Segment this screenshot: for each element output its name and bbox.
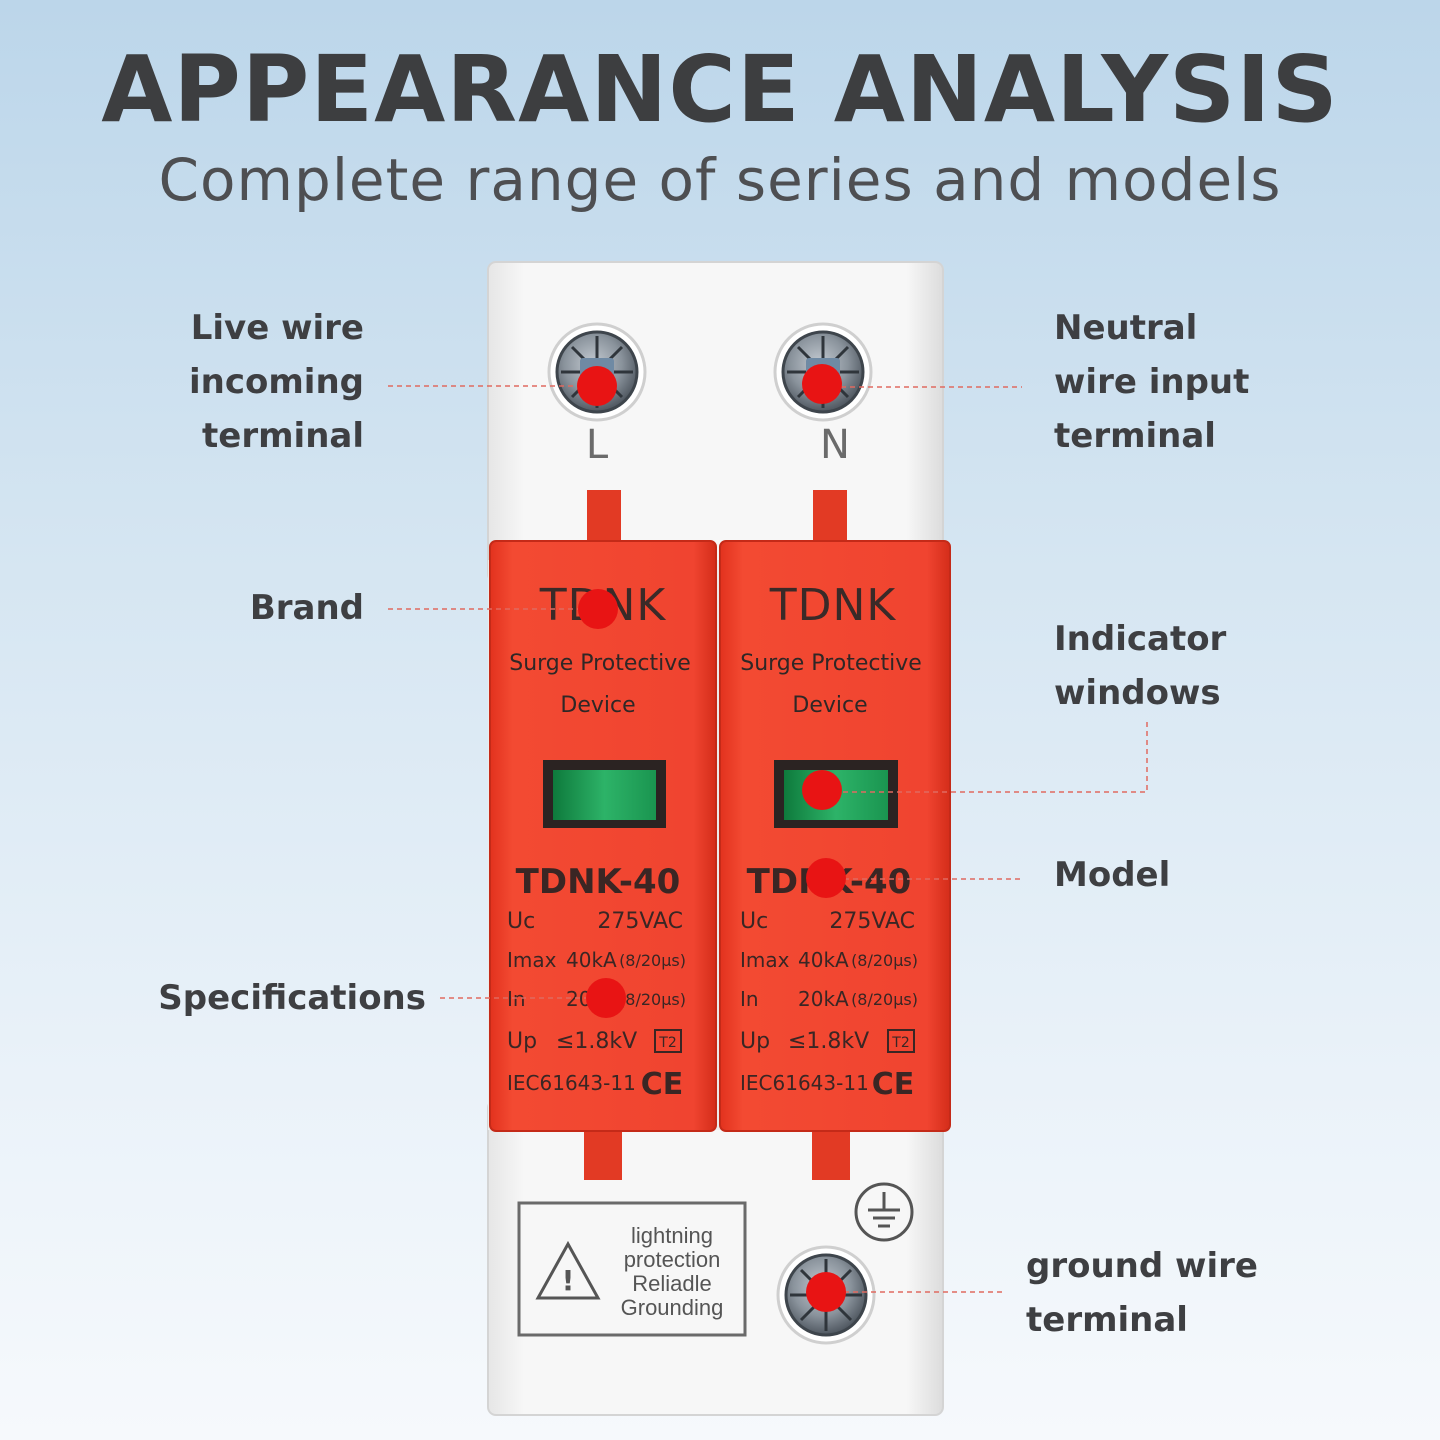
page-title: APPEARANCE ANALYSIS — [101, 36, 1339, 143]
ce-mark-icon: CE — [641, 1067, 684, 1102]
warning-line: protection — [624, 1247, 721, 1272]
leader-lines — [388, 385, 1148, 1293]
spec-note: (8/20μs) — [851, 951, 918, 970]
callout-ground-wire: ground wire terminal — [1026, 1246, 1258, 1340]
marker-dot — [577, 366, 617, 406]
spec-value: ≤1.8kV — [556, 1029, 637, 1054]
spec-value: 275VAC — [829, 909, 915, 934]
standard-label: IEC61643-11 — [740, 1071, 869, 1095]
device-name-line1: Surge Protective — [740, 651, 922, 676]
callout-brand: Brand — [249, 588, 364, 628]
spec-key: Imax — [740, 948, 790, 972]
ground-symbol-icon — [854, 1182, 914, 1242]
spec-key: Uc — [740, 909, 768, 934]
brand-logo: TDNK — [769, 580, 897, 631]
warning-triangle-icon — [535, 1240, 601, 1300]
indicator-window — [553, 770, 656, 820]
spec-key: Up — [507, 1029, 537, 1054]
spec-value: 40kA — [798, 948, 849, 972]
module-right-content: TDNK Surge Protective Device TDNK-40 Uc … — [740, 580, 922, 1102]
model-label: TDNK-40 — [516, 862, 681, 902]
spec-value: 20kA — [798, 987, 849, 1011]
spec-value: 40kA — [566, 948, 617, 972]
terminal-label-l: L — [586, 422, 609, 468]
spec-value: ≤1.8kV — [788, 1029, 869, 1054]
spec-key: In — [740, 987, 759, 1011]
marker-dot — [802, 770, 842, 810]
spec-key: Up — [740, 1029, 770, 1054]
warning-line: lightning — [631, 1223, 713, 1248]
device-name-line2: Device — [792, 693, 867, 718]
callout-indicator-windows: Indicator windows — [1054, 619, 1227, 713]
callout-neutral-wire: Neutral wire input terminal — [1054, 308, 1250, 456]
screw-l-icon — [547, 322, 647, 422]
markers — [577, 364, 846, 1312]
class-badge: T2 — [658, 1035, 676, 1051]
spec-value: 275VAC — [597, 909, 683, 934]
warning-label: ! lightning protection Reliadle Groundin… — [517, 1201, 747, 1337]
spec-note: (8/20μs) — [619, 990, 686, 1009]
module-right — [719, 540, 951, 1132]
warning-line: Grounding — [621, 1295, 724, 1320]
housing-top — [487, 261, 944, 583]
callout-specifications: Specifications — [158, 978, 426, 1018]
device-name-line2: Device — [560, 693, 635, 718]
warning-line: Reliadle — [632, 1271, 712, 1296]
standard-label: IEC61643-11 — [507, 1071, 636, 1095]
class-badge: T2 — [891, 1035, 909, 1051]
marker-dot — [586, 978, 626, 1018]
marker-dot — [802, 364, 842, 404]
page-subtitle: Complete range of series and models — [158, 146, 1282, 214]
marker-dot — [578, 589, 618, 629]
callout-live-wire: Live wire incoming terminal — [189, 308, 364, 456]
svg-text:!: ! — [562, 1264, 575, 1297]
module-left — [489, 540, 717, 1132]
ce-mark-icon: CE — [872, 1067, 915, 1102]
device-name-line1: Surge Protective — [509, 651, 691, 676]
marker-dot — [806, 858, 846, 898]
spec-key: Uc — [507, 909, 535, 934]
callout-model: Model — [1054, 855, 1171, 895]
spec-note: (8/20μs) — [851, 990, 918, 1009]
spec-key: Imax — [507, 948, 557, 972]
spec-note: (8/20μs) — [619, 951, 686, 970]
spec-key: In — [507, 987, 526, 1011]
terminal-label-n: N — [820, 422, 850, 468]
marker-dot — [806, 1272, 846, 1312]
